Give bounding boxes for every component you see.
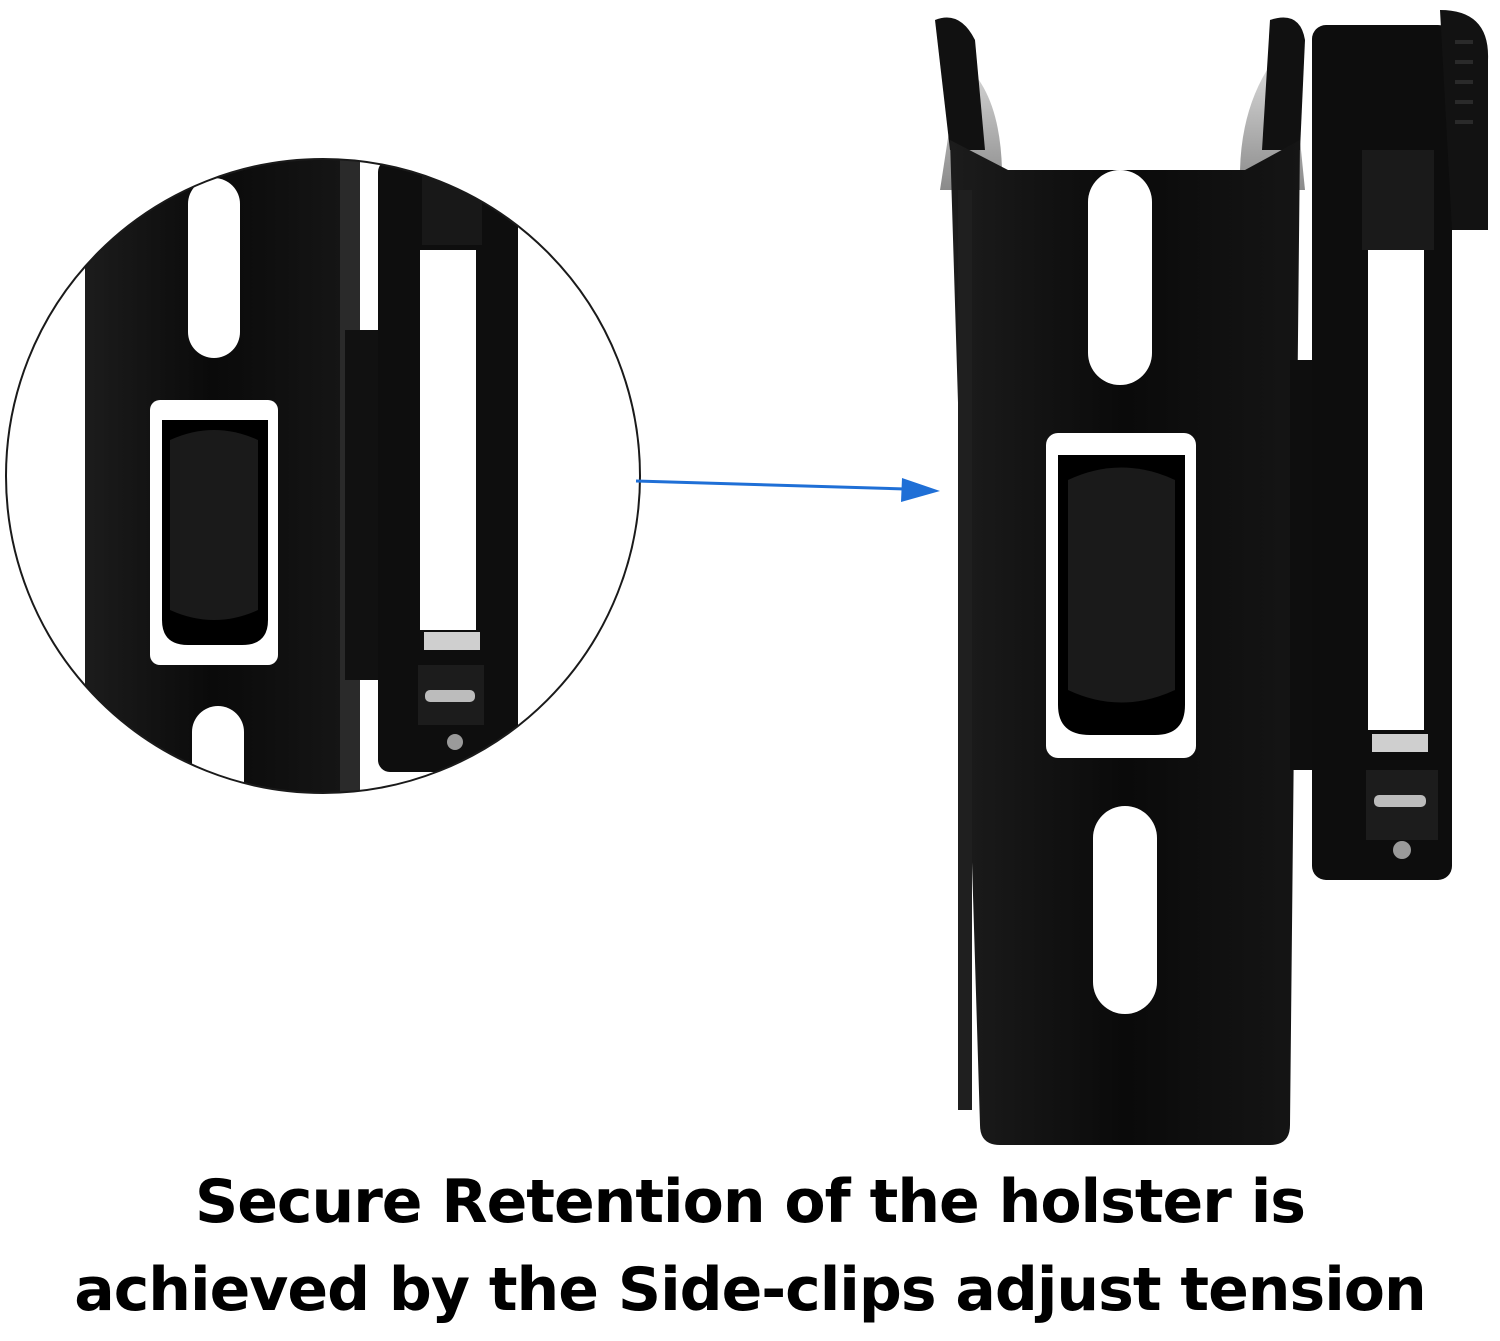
caption-line-1: Secure Retention of the holster is xyxy=(195,1167,1306,1237)
holster-main xyxy=(935,10,1489,1145)
caption-line-2: achieved by the Side-clips adjust tensio… xyxy=(74,1255,1426,1325)
zoom-slot-top xyxy=(188,178,240,358)
caption: Secure Retention of the holster is achie… xyxy=(0,1158,1500,1334)
arrow-right-icon xyxy=(635,478,940,502)
zoom-detail xyxy=(5,158,641,794)
zoom-circle-border xyxy=(5,158,641,794)
zoom-clip-screw xyxy=(447,734,463,750)
holster-clip-screw xyxy=(1393,841,1411,859)
holster-slot-top xyxy=(1088,170,1152,385)
holster-slot-bottom xyxy=(1093,806,1157,1014)
